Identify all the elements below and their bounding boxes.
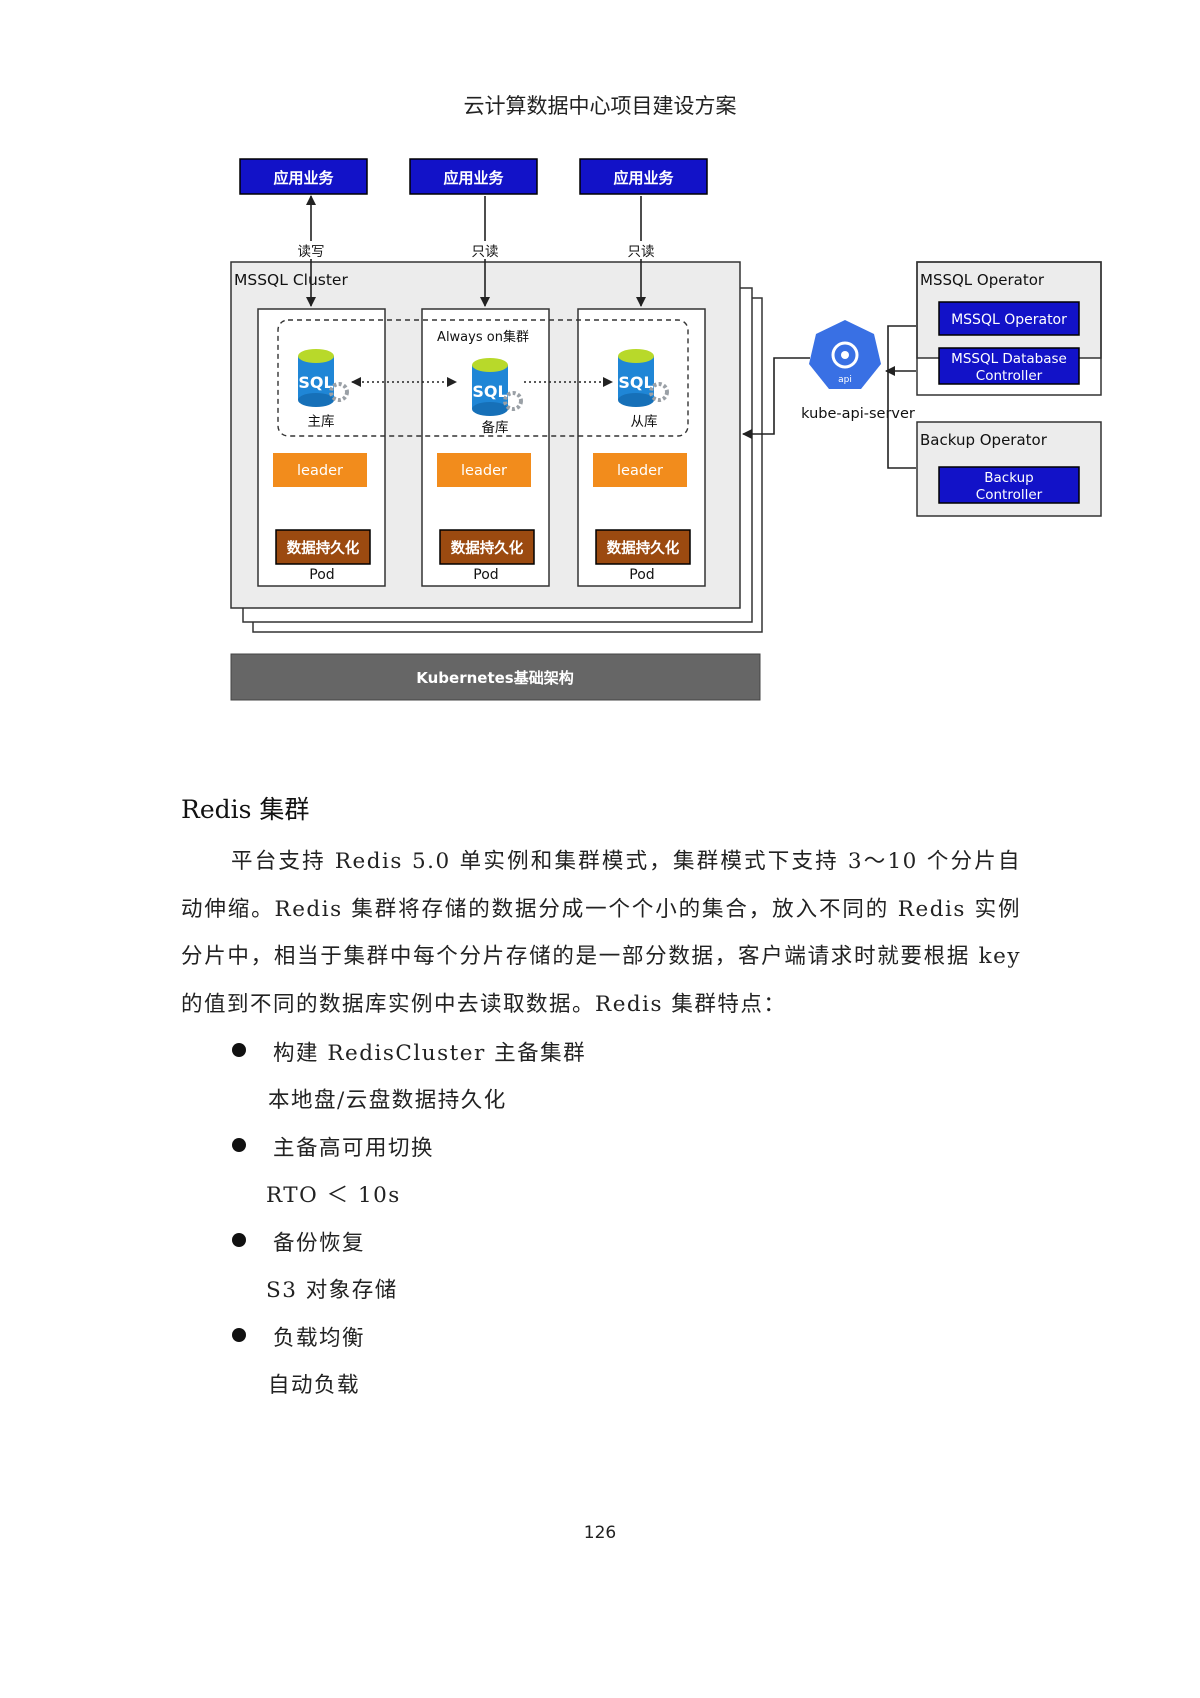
leader-label: leader [297, 463, 343, 479]
app-box-2: 应用业务 [409, 158, 538, 195]
feature-detail: S3 对象存储 [266, 1278, 398, 1303]
feature-detail: 本地盘/云盘数据持久化 [268, 1088, 507, 1113]
mssql-db-controller-line2: Controller [976, 368, 1043, 384]
sql-database-icon: SQL [472, 358, 523, 416]
section-title: Redis 集群 [181, 795, 310, 824]
pod-label: Pod [629, 567, 654, 583]
always-on-group [277, 319, 689, 437]
persist-label: 数据持久化 [607, 539, 680, 557]
always-on-label-bg [432, 325, 534, 345]
svg-text:SQL: SQL [472, 382, 507, 401]
persist-label: 数据持久化 [451, 539, 524, 557]
kubernetes-api-icon: api [809, 320, 881, 389]
leader-label: leader [461, 463, 507, 479]
api-to-cluster-arrow [742, 357, 810, 439]
app-label: 应用业务 [273, 169, 334, 187]
svg-text:api: api [838, 375, 852, 385]
always-on-label: Always on集群 [437, 329, 529, 345]
app-label: 应用业务 [443, 169, 504, 187]
access-label-3: 只读 [628, 244, 655, 260]
db-role-primary: 主库 [308, 414, 335, 430]
access-label-2: 只读 [472, 244, 499, 260]
kubernetes-base-bar [230, 653, 761, 701]
bullet-icon [232, 1138, 246, 1152]
mssql-operator-frame [916, 261, 1102, 396]
mssql-operator-title: MSSQL Operator [920, 271, 1045, 289]
gear-icon [649, 382, 669, 402]
page-header: 云计算数据中心项目建设方案 [463, 94, 737, 118]
app-label: 应用业务 [613, 169, 674, 187]
app-box-3: 应用业务 [579, 158, 708, 195]
access-label-bg [468, 241, 502, 259]
backup-operator-title: Backup Operator [920, 431, 1048, 449]
feature-title: 主备高可用切换 [273, 1136, 435, 1161]
svg-text:SQL: SQL [298, 373, 333, 392]
feature-title: 备份恢复 [273, 1231, 366, 1256]
cluster-label: MSSQL Cluster [234, 271, 348, 289]
page-number: 126 [583, 1523, 617, 1543]
feature-detail: 自动负载 [268, 1373, 361, 1398]
mssql-db-controller-button [938, 347, 1080, 385]
backup-controller-line1: Backup [984, 470, 1034, 486]
bullet-icon [232, 1043, 246, 1057]
operator-connector [887, 325, 916, 469]
persist-box [595, 529, 691, 565]
pod-label: Pod [309, 567, 334, 583]
gear-icon [329, 382, 349, 402]
leader-box [593, 453, 687, 487]
bullet-icon [232, 1233, 246, 1247]
db-role-replica: 从库 [631, 414, 658, 430]
db-role-standby: 备库 [482, 419, 509, 436]
mssql-db-controller-line1: MSSQL Database [951, 351, 1067, 367]
persist-label: 数据持久化 [287, 539, 360, 557]
access-label-1: 读写 [298, 244, 325, 260]
mssql-operator-item: MSSQL Operator [951, 312, 1067, 328]
bullet-icon [232, 1328, 246, 1342]
api-server-label: kube-api-server [801, 406, 915, 422]
kubernetes-base-label: Kubernetes基础架构 [416, 669, 573, 687]
mssql-architecture-diagram: 应用业务 应用业务 应用业务 MSSQL Cluster Always on集群… [230, 158, 1102, 701]
leader-box [437, 453, 531, 487]
backup-controller-button [938, 466, 1080, 504]
feature-title: 构建 RedisCluster 主备集群 [273, 1041, 587, 1066]
section-paragraph: 平台支持 Redis 5.0 单实例和集群模式，集群模式下支持 3～10 个分片… [181, 849, 1021, 1017]
pod-label: Pod [473, 567, 498, 583]
persist-box [439, 529, 535, 565]
sql-database-icon: SQL [618, 349, 669, 407]
svg-text:SQL: SQL [618, 373, 653, 392]
gear-icon [503, 391, 523, 411]
leader-box [273, 453, 367, 487]
mssql-operator-button [938, 301, 1080, 336]
access-label-bg [624, 241, 658, 259]
sql-database-icon: SQL [298, 349, 349, 407]
app-box-1: 应用业务 [239, 158, 368, 195]
feature-title: 负载均衡 [273, 1326, 366, 1351]
feature-detail: RTO ＜ 10s [266, 1183, 401, 1208]
persist-box [275, 529, 371, 565]
access-label-bg [294, 241, 328, 259]
backup-controller-line2: Controller [976, 487, 1043, 503]
leader-label: leader [617, 463, 663, 479]
